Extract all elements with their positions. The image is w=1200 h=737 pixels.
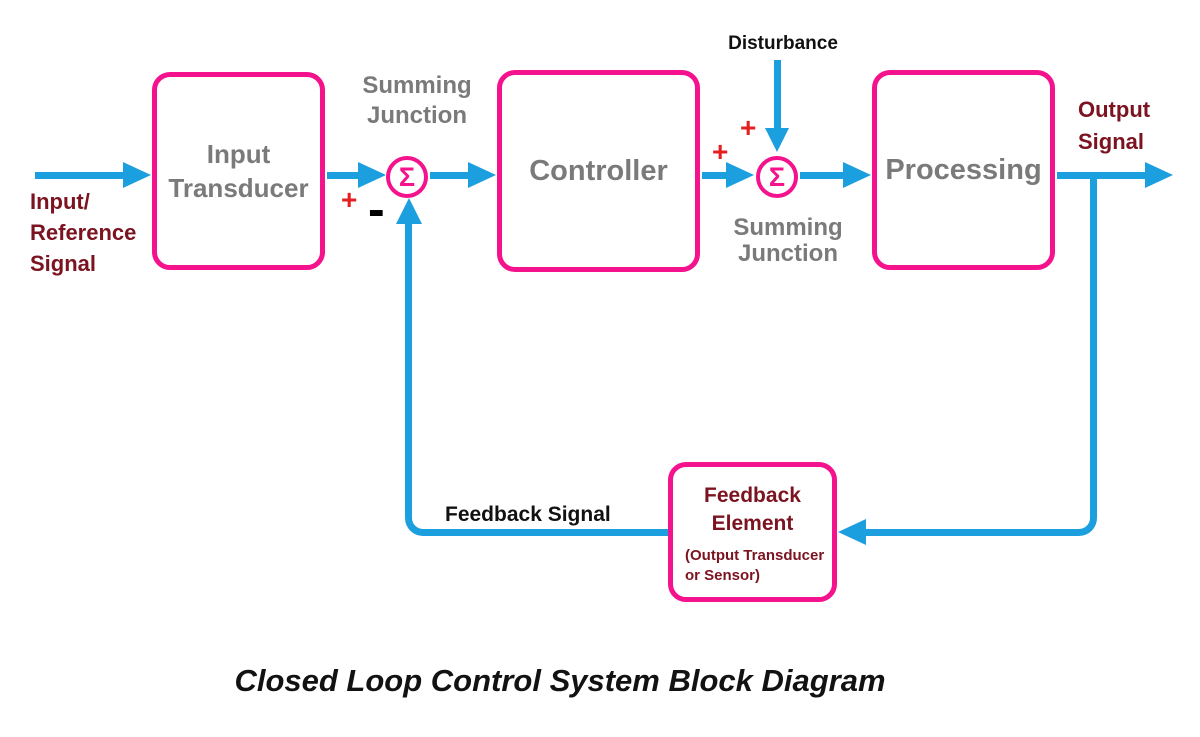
output-signal-line2: Signal: [1078, 129, 1145, 154]
feedback-into-element-arrowhead-icon: [838, 519, 866, 545]
feedback-into-junction-arrowhead-icon: [396, 198, 422, 224]
output-arrowhead-icon: [1145, 162, 1173, 188]
input-signal-line3: Signal: [30, 251, 97, 276]
feedback-path-right: [852, 175, 1097, 536]
processing-block: Processing: [872, 70, 1055, 270]
feedback-element-block: Feedback Element (Output Transducer or S…: [668, 462, 837, 602]
junction1-minus-sign: -: [368, 181, 385, 237]
sigma-symbol: Σ: [398, 161, 416, 192]
feedback-element-title: Feedback Element: [704, 482, 801, 538]
disturbance-arrowhead-icon: [765, 128, 789, 152]
controller-to-junction2-arrowhead-icon: [726, 162, 754, 188]
summing-junction-1-label: Summing Junction: [345, 71, 489, 131]
junction-to-controller-arrowhead-icon: [468, 162, 496, 188]
feedback-path-left: [405, 224, 668, 536]
input-signal-line2: Reference: [30, 220, 137, 245]
transducer-to-junction-arrowhead-icon: [358, 162, 386, 188]
feedback-signal-label: Feedback Signal: [445, 503, 611, 526]
input-reference-signal-label: Input/ Reference Signal: [30, 186, 136, 279]
output-signal-line: [1057, 172, 1147, 179]
input-signal-line1: Input/: [30, 189, 90, 214]
input-arrowhead-icon: [123, 162, 151, 188]
summing-junction-2-label: Summing Junction: [716, 215, 860, 267]
transducer-to-junction-line: [327, 172, 362, 179]
input-signal-line: [35, 172, 127, 179]
summing-junction-2-label-line1: Summing: [733, 214, 843, 241]
junction2-to-processing-line: [800, 172, 845, 179]
output-signal-label: Output Signal: [1078, 94, 1150, 158]
disturbance-label: Disturbance: [728, 33, 838, 54]
input-transducer-line2: Transducer: [168, 173, 309, 203]
summing-junction-1: Σ: [386, 156, 428, 198]
summing-junction-1-label-line1: Summing: [362, 72, 472, 99]
junction-to-controller-line: [430, 172, 472, 179]
controller-to-junction2-line: [702, 172, 730, 179]
sigma-symbol: Σ: [768, 161, 786, 192]
junction1-plus-sign: +: [341, 184, 358, 215]
junction2-plus-sign-top: +: [740, 112, 757, 143]
controller-label: Controller: [529, 155, 668, 187]
disturbance-line: [774, 60, 781, 130]
diagram-title: Closed Loop Control System Block Diagram: [234, 663, 886, 698]
feedback-element-line1: Feedback: [704, 484, 801, 507]
summing-junction-1-label-line2: Junction: [367, 102, 467, 129]
input-transducer-block: Input Transducer: [152, 72, 325, 270]
feedback-element-line2: Element: [711, 512, 794, 535]
output-signal-line1: Output: [1078, 97, 1151, 122]
input-transducer-line1: Input: [206, 139, 271, 169]
summing-junction-2-label-line2: Junction: [738, 240, 838, 267]
processing-label: Processing: [885, 154, 1042, 186]
feedback-element-subtitle: (Output Transducer or Sensor): [673, 546, 832, 586]
feedback-element-sub-line2: or Sensor): [685, 567, 761, 584]
junction2-plus-sign-left: +: [712, 136, 729, 167]
summing-junction-2: Σ: [756, 156, 798, 198]
feedback-element-sub-line1: (Output Transducer: [685, 547, 825, 564]
